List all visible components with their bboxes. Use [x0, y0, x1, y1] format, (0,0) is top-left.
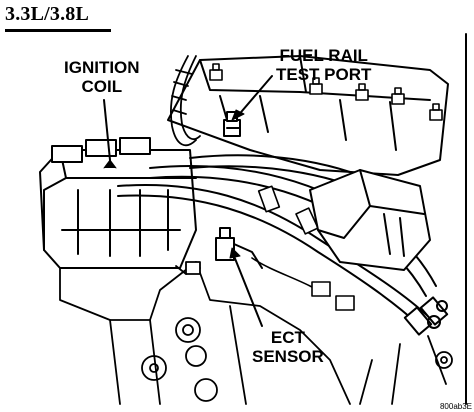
fuel-rail-arrowhead	[231, 109, 245, 121]
title-underline	[5, 29, 111, 32]
ect-sensor-label-line2: SENSOR	[252, 347, 324, 366]
engine-title: 3.3L/3.8L	[5, 3, 90, 25]
ect-sensor	[215, 227, 263, 269]
ignition-coil-arrowhead	[103, 159, 117, 169]
fuel-rail-callout: FUEL RAIL TEST PORT	[276, 46, 371, 84]
fuel-rail-arrow	[235, 75, 273, 119]
ect-sensor-arrow	[233, 255, 263, 327]
intake-manifold	[167, 55, 449, 176]
ect-sensor-callout: ECT SENSOR	[252, 328, 324, 366]
ect-sensor-label-line1: ECT	[270, 328, 305, 347]
fuel-rail-label-line2: TEST PORT	[276, 65, 372, 84]
sensor-connector	[251, 257, 355, 311]
callout-arrows	[103, 75, 273, 327]
ignition-coil-label-line1: IGNITION	[64, 58, 140, 77]
ignition-coil-arrow	[103, 99, 111, 161]
ignition-coil-label-line2: COIL	[81, 77, 123, 96]
fuel-rail-label-line1: FUEL RAIL	[279, 46, 368, 65]
engine-block	[59, 261, 453, 405]
ignition-coil-callout: IGNITION COIL	[64, 58, 140, 96]
wire-harness	[170, 55, 201, 147]
ignition-coil-pack	[39, 137, 197, 269]
manifold-bolts	[209, 63, 443, 121]
throttle-body	[309, 169, 431, 271]
ect-sensor-arrowhead	[229, 247, 241, 259]
figure-code: 800ab3E	[439, 402, 472, 411]
